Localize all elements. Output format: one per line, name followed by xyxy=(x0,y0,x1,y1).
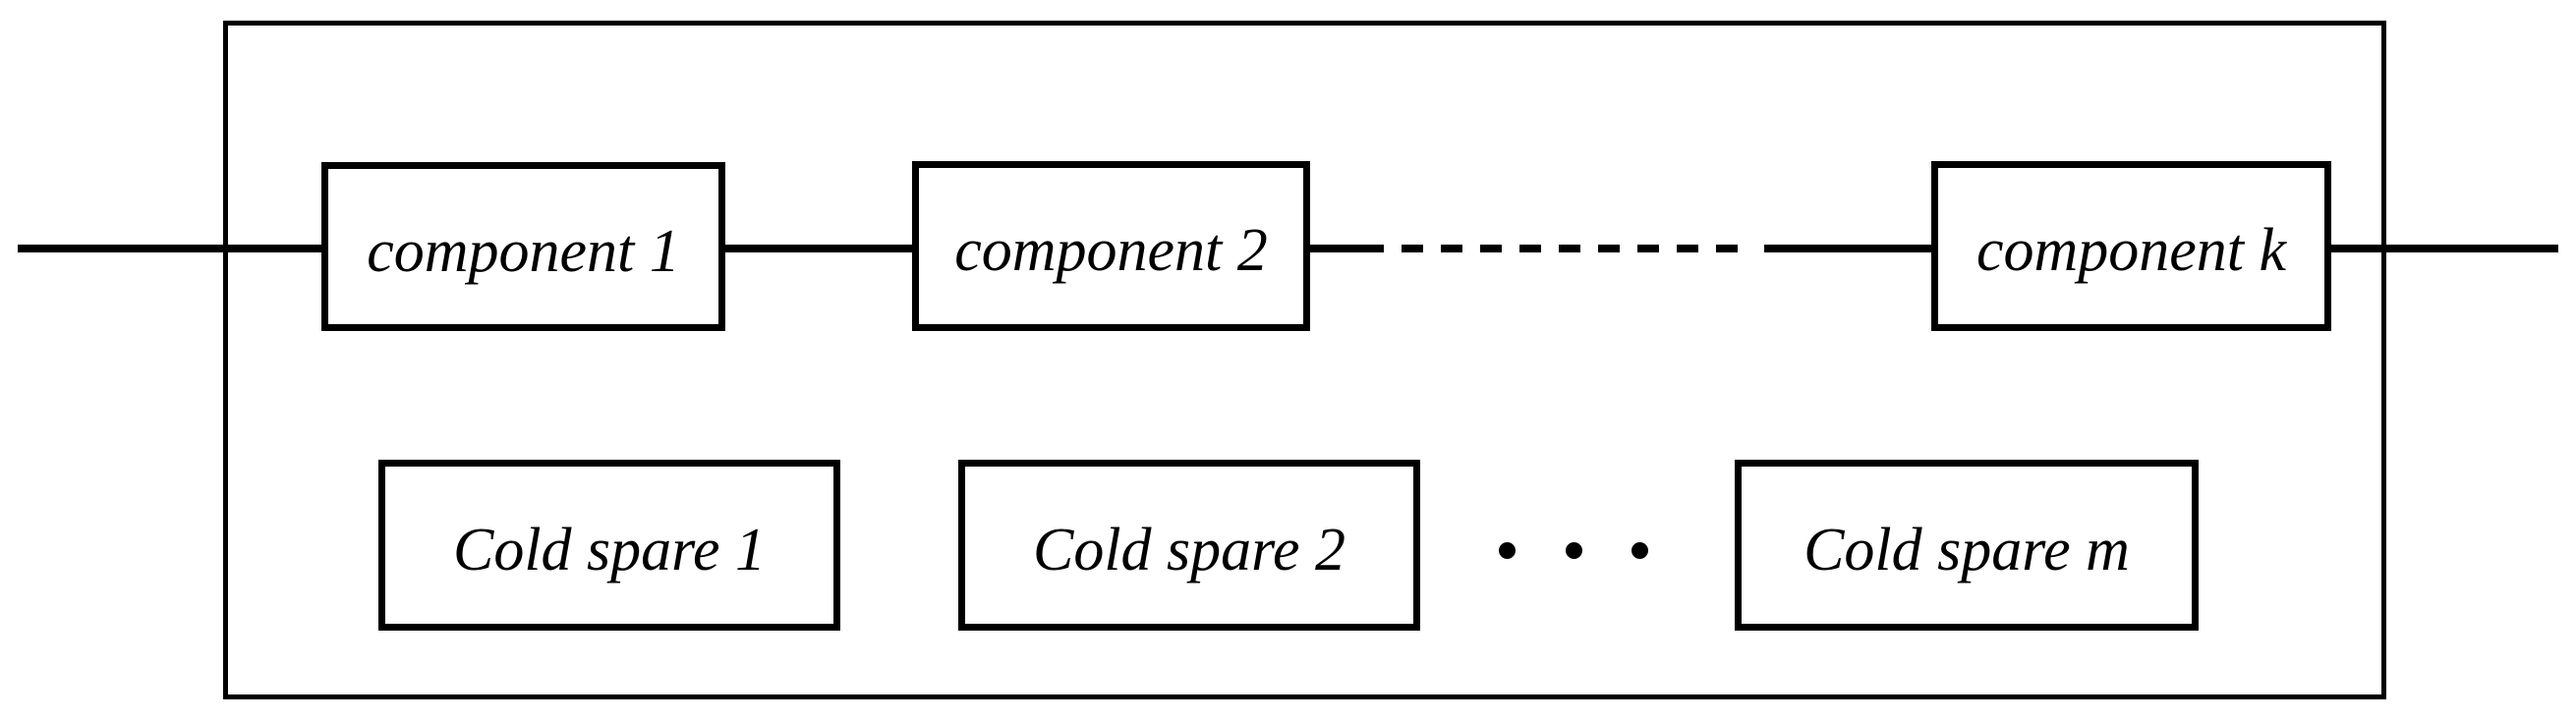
component-k-box: component k xyxy=(1931,161,2331,331)
component-1-label: component 1 xyxy=(367,217,680,285)
cold-spare-m-box: Cold spare m xyxy=(1735,460,2199,631)
ellipsis-dot xyxy=(1565,542,1582,559)
cold-spare-m-label: Cold spare m xyxy=(1803,516,2130,583)
component-2-box: component 2 xyxy=(912,161,1310,331)
component-k-label: component k xyxy=(1975,217,2287,284)
system-boundary-rect xyxy=(223,21,2386,699)
cold-spare-2-label: Cold spare 2 xyxy=(1032,516,1346,583)
component-2-label: component 2 xyxy=(954,217,1268,284)
cold-spare-1-label: Cold spare 1 xyxy=(452,516,767,583)
ellipsis-dot xyxy=(1499,542,1516,559)
signal-line-dashed-segment xyxy=(1402,245,1747,252)
ellipsis-dots-icon xyxy=(1499,542,1648,559)
ellipsis-dot xyxy=(1631,542,1648,559)
cold-spare-1-box: Cold spare 1 xyxy=(378,460,840,631)
component-1-box: component 1 xyxy=(321,162,725,331)
cold-spare-2-box: Cold spare 2 xyxy=(958,460,1420,631)
